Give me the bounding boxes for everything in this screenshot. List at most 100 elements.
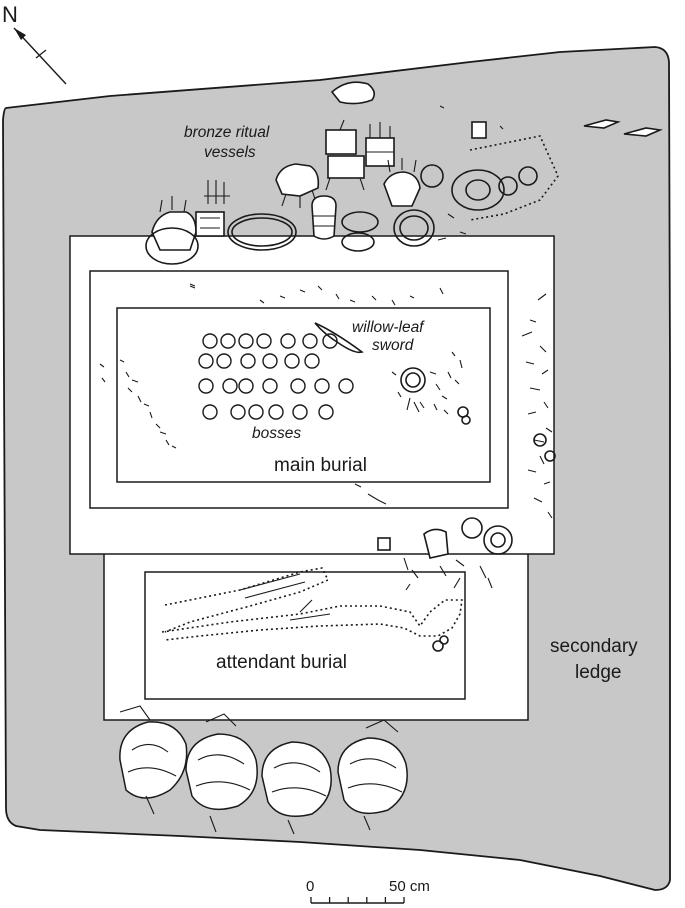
boss-circle <box>338 378 354 394</box>
vessel-basin-inner <box>231 217 293 247</box>
stone-cluster <box>261 741 332 817</box>
attendant-burial-pit: attendant burial <box>103 549 529 721</box>
vessel-square <box>325 129 357 155</box>
boss-circle <box>284 353 300 369</box>
stone-cluster-detail <box>195 713 251 833</box>
vessel-ding-right <box>383 171 421 207</box>
upper-fragment <box>330 81 376 105</box>
bosses-group <box>198 333 354 420</box>
mirror-disc <box>400 367 426 393</box>
stone-cluster-detail <box>119 705 177 815</box>
ornament-fragments <box>189 283 444 505</box>
boss-circle <box>290 378 306 394</box>
vessel-legs <box>159 196 187 213</box>
ornament-ring <box>461 415 471 425</box>
vessel-square-legs <box>325 119 365 191</box>
willow-leaf-sword <box>314 322 364 354</box>
willow-leaf-sword-label-line2: sword <box>372 337 415 354</box>
north-arrow-head-icon <box>14 28 26 40</box>
vessel-ding <box>275 163 320 197</box>
vessel-small-box <box>377 537 391 551</box>
vessel-square <box>327 155 365 179</box>
boss-circle <box>238 333 254 349</box>
boss-circle <box>292 404 308 420</box>
north-arrow-label: N <box>2 2 18 27</box>
vessel-fang <box>195 211 225 237</box>
boss-circle <box>302 333 318 349</box>
main-burial-pit: willow-leaf sword bosses main burial <box>69 235 555 555</box>
vessel-rim <box>145 227 199 265</box>
attendant-burial-label: attendant burial <box>216 652 347 673</box>
vessel-ring-dish <box>393 209 435 247</box>
south-stone-clusters <box>119 705 408 835</box>
boss-circle <box>198 353 214 369</box>
east-ledge-fragments <box>521 293 553 519</box>
attendant-ring <box>432 640 444 652</box>
vessel-pan-inner <box>465 179 491 201</box>
boss-circle <box>202 404 218 420</box>
boss-circle <box>304 353 320 369</box>
vessel-gui-bands <box>313 215 335 227</box>
secondary-ledge-label-line1: secondary <box>550 636 638 657</box>
boss-circle <box>222 378 238 394</box>
stone-cluster-detail <box>271 762 327 835</box>
boss-circle <box>202 333 218 349</box>
vessel-small-ring <box>498 176 518 196</box>
southeast-fragments <box>403 557 493 591</box>
boss-circle <box>318 404 334 420</box>
stone-cluster <box>119 721 188 799</box>
stone-cluster <box>337 737 408 815</box>
ornament-fragments <box>99 359 177 449</box>
vessel-tray-outline <box>469 135 559 221</box>
vessel-gui <box>311 195 337 240</box>
vessel-square-handles <box>366 122 394 153</box>
scale-bar: 0 50 cm <box>306 878 430 904</box>
scale-bar-ticks <box>310 897 405 903</box>
vessel-fragments <box>189 105 504 289</box>
north-arrow: N <box>2 2 67 85</box>
attendant-skeleton-lower <box>161 599 463 641</box>
boss-circle <box>322 333 338 349</box>
boss-circle <box>230 404 246 420</box>
vessel-fang-detail <box>200 180 230 229</box>
vessel-ring <box>483 525 513 555</box>
east-ring <box>533 433 547 447</box>
ornament-cluster <box>99 283 471 505</box>
spear-point <box>583 119 621 129</box>
vessel-ring-inner <box>490 532 506 548</box>
boss-circle <box>248 404 264 420</box>
vessel-ring <box>461 517 483 539</box>
east-ring <box>544 450 556 462</box>
attendant-inner-rect <box>144 571 466 700</box>
boss-circle <box>198 378 214 394</box>
attendant-bone <box>239 573 331 621</box>
southeast-vessel-cluster <box>377 517 513 591</box>
scale-bar-end-label: 50 cm <box>389 878 430 895</box>
boss-circle <box>256 333 272 349</box>
vessel-hu <box>420 164 444 188</box>
boss-circle <box>314 378 330 394</box>
stone-cluster-detail <box>347 719 403 831</box>
attendant-ring <box>439 635 449 645</box>
vessel-bowl <box>341 232 375 252</box>
vessel-basin <box>227 213 297 251</box>
main-burial-label: main burial <box>274 455 367 476</box>
boss-circle <box>240 353 256 369</box>
vessel-small-ring <box>518 166 538 186</box>
vessel-jar <box>423 528 449 559</box>
spear-point <box>623 127 663 137</box>
bronze-vessels-group <box>145 81 663 289</box>
boss-circle <box>262 353 278 369</box>
stone-cluster <box>185 733 258 811</box>
bronze-vessels-label-line1: bronze ritual <box>184 124 270 141</box>
bronze-vessels-label-line2: vessels <box>204 144 256 161</box>
vessel-pan <box>451 169 505 211</box>
ornament-fragments <box>391 351 463 415</box>
bosses-label: bosses <box>252 425 301 442</box>
north-arrow-tick <box>35 49 47 59</box>
vessel-cup <box>471 121 487 139</box>
secondary-ledge-label-line2: ledge <box>575 662 622 683</box>
mirror-disc-inner <box>405 372 421 388</box>
scale-bar-start-label: 0 <box>306 878 314 895</box>
